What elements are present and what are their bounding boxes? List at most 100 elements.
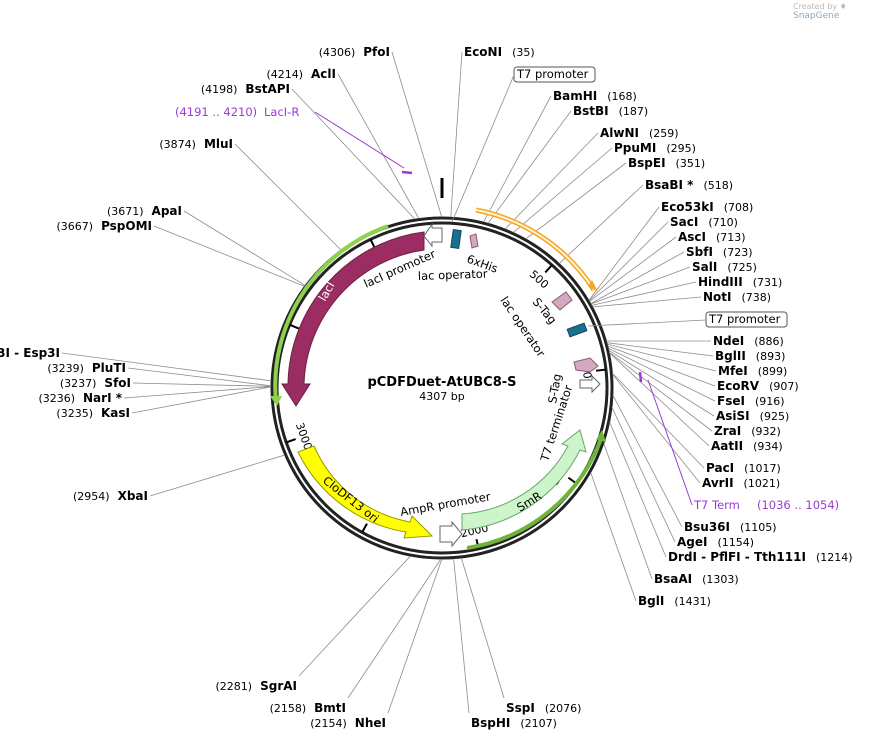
site-lead-line: [608, 347, 716, 402]
site-name[interactable]: PacI: [706, 461, 734, 475]
site-name[interactable]: KasI: [101, 406, 130, 420]
site-name[interactable]: BsmBI - Esp3I: [0, 346, 60, 360]
site-name[interactable]: AatII: [711, 439, 743, 453]
boxed-label-2: T7 promoter: [708, 312, 781, 326]
site-lead-line: [591, 281, 697, 306]
site-position: (934): [753, 440, 783, 453]
primer-t7-term-name: T7 Term: [693, 498, 740, 512]
site-position: (708): [724, 201, 754, 214]
site-name[interactable]: ApaI: [152, 204, 182, 218]
site-lead-line: [603, 443, 653, 580]
site-name[interactable]: BamHI: [553, 89, 597, 103]
site-lead-line: [291, 88, 416, 220]
site-lead-line: [61, 352, 272, 382]
feature-ampr-promoter: [439, 520, 463, 548]
site-position: (907): [769, 380, 799, 393]
site-name[interactable]: BstAPI: [245, 82, 290, 96]
site-name[interactable]: BglII: [715, 349, 746, 363]
site-position: (723): [723, 246, 753, 259]
site-name[interactable]: AscI: [678, 230, 706, 244]
site-name[interactable]: SbfI: [686, 245, 713, 259]
site-position: (1021): [744, 477, 781, 490]
lead-t7-promoter-2: [587, 319, 707, 327]
site-name[interactable]: PpuMI: [614, 141, 656, 155]
site-lead-line: [607, 343, 717, 372]
site-name[interactable]: SalI: [692, 260, 717, 274]
site-name[interactable]: NarI *: [83, 391, 123, 405]
site-name[interactable]: EcoNI: [464, 45, 502, 59]
site-name[interactable]: NheI: [355, 716, 386, 730]
site-lead-line: [606, 342, 714, 357]
site-lead-line: [612, 394, 683, 528]
site-name[interactable]: AlwNI: [600, 126, 639, 140]
site-position: (4306): [319, 46, 356, 59]
site-name[interactable]: HindIII: [698, 275, 743, 289]
label-lac-operator-1: lac operator: [418, 267, 488, 283]
site-lead-line: [123, 386, 272, 399]
primer-t7-term-mark: [638, 371, 643, 383]
site-position: (259): [649, 127, 679, 140]
site-lead-line: [391, 51, 443, 218]
site-name[interactable]: AsiSI: [716, 409, 750, 423]
site-name[interactable]: BspEI: [628, 156, 666, 170]
site-name[interactable]: BspHI: [471, 716, 510, 730]
site-name[interactable]: NdeI: [713, 334, 744, 348]
site-name[interactable]: PluTI: [92, 361, 126, 375]
site-lead-line: [298, 555, 411, 677]
boxed-t7-promoter-2: T7 promoter: [705, 311, 788, 328]
site-lead-line: [450, 51, 463, 218]
site-name[interactable]: Eco53kI: [661, 200, 714, 214]
site-position: (893): [756, 350, 786, 363]
feature-t7-terminator: [579, 374, 601, 394]
site-position: (4214): [266, 68, 303, 81]
site-name[interactable]: BmtI: [314, 701, 346, 715]
site-lead-line: [453, 558, 470, 714]
orf-green-smr: [466, 435, 604, 550]
site-position: (4198): [201, 83, 238, 96]
site-name[interactable]: SfoI: [104, 376, 131, 390]
site-name[interactable]: FseI: [717, 394, 745, 408]
site-name[interactable]: AgeI: [677, 535, 707, 549]
site-name[interactable]: BstBI: [573, 104, 609, 118]
tick-mark: [361, 523, 368, 533]
site-name[interactable]: BsaBI *: [645, 178, 694, 192]
boxed-label-1: T7 promoter: [516, 67, 589, 81]
site-position: (35): [512, 46, 535, 59]
site-name[interactable]: PspOMI: [101, 219, 152, 233]
site-name[interactable]: SgrAI: [260, 679, 297, 693]
site-position: (1214): [816, 551, 853, 564]
site-name[interactable]: MfeI: [718, 364, 748, 378]
orf-orange-arrowhead: [588, 280, 598, 292]
orf-green-lacI: [273, 224, 389, 403]
feature-lacI-promoter: [423, 222, 443, 248]
site-name[interactable]: MluI: [204, 137, 233, 151]
site-name[interactable]: AvrII: [702, 476, 734, 490]
site-name[interactable]: NotI: [703, 290, 732, 304]
site-name[interactable]: SacI: [670, 215, 698, 229]
site-position: (168): [607, 90, 637, 103]
site-name[interactable]: AclI: [311, 67, 336, 81]
site-name[interactable]: SspI: [506, 701, 535, 715]
site-name[interactable]: PfoI: [363, 45, 390, 59]
site-lead-line: [483, 95, 552, 223]
site-name[interactable]: BglI: [638, 594, 664, 608]
site-name[interactable]: XbaI: [118, 489, 148, 503]
site-lead-line: [609, 352, 710, 447]
site-name[interactable]: BsaAI: [654, 572, 692, 586]
site-position: (3671): [107, 205, 144, 218]
site-name[interactable]: DrdI - PflFI - Tth111I: [668, 550, 806, 564]
site-name[interactable]: EcoRV: [717, 379, 760, 393]
credit-brand: SnapGene: [793, 11, 840, 21]
site-lead-line: [131, 386, 272, 414]
tick-mark: [544, 264, 553, 274]
site-position: (518): [703, 179, 733, 192]
site-lead-line: [588, 221, 669, 302]
site-position: (1303): [702, 573, 739, 586]
site-position: (899): [758, 365, 788, 378]
site-name[interactable]: Bsu36I: [684, 520, 730, 534]
site-lead-line: [337, 73, 420, 219]
site-name[interactable]: ZraI: [714, 424, 741, 438]
site-position: (3235): [56, 407, 93, 420]
site-position: (2154): [310, 717, 347, 730]
site-lead-line: [612, 372, 705, 469]
